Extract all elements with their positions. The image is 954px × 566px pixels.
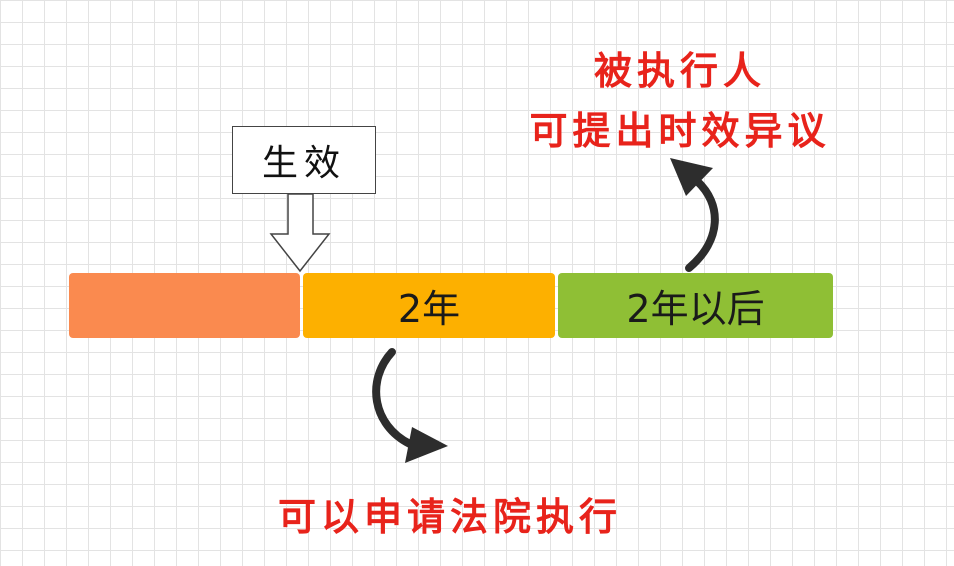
effective-down-arrow-icon	[269, 193, 331, 273]
timeline-segment-before	[69, 273, 300, 338]
segment-label-after-2-years: 2年以后	[626, 287, 765, 331]
top-note-line-2: 可提出时效异议	[529, 109, 831, 153]
timeline-segment-after-2-years: 2年以后	[558, 273, 833, 338]
segment-label-2-years: 2年	[397, 287, 461, 331]
bottom-note: 可以申请法院执行	[277, 495, 622, 539]
curved-up-arrowhead-icon	[670, 158, 713, 196]
top-note-line-1: 被执行人	[593, 49, 766, 93]
curved-down-arrow-icon	[372, 348, 414, 448]
curved-up-arrow-icon	[685, 177, 719, 272]
timeline-segment-2-years: 2年	[303, 273, 555, 338]
effective-label: 生效	[261, 143, 346, 184]
effective-label-box: 生效	[232, 126, 376, 194]
curved-down-arrowhead-icon	[405, 427, 448, 463]
